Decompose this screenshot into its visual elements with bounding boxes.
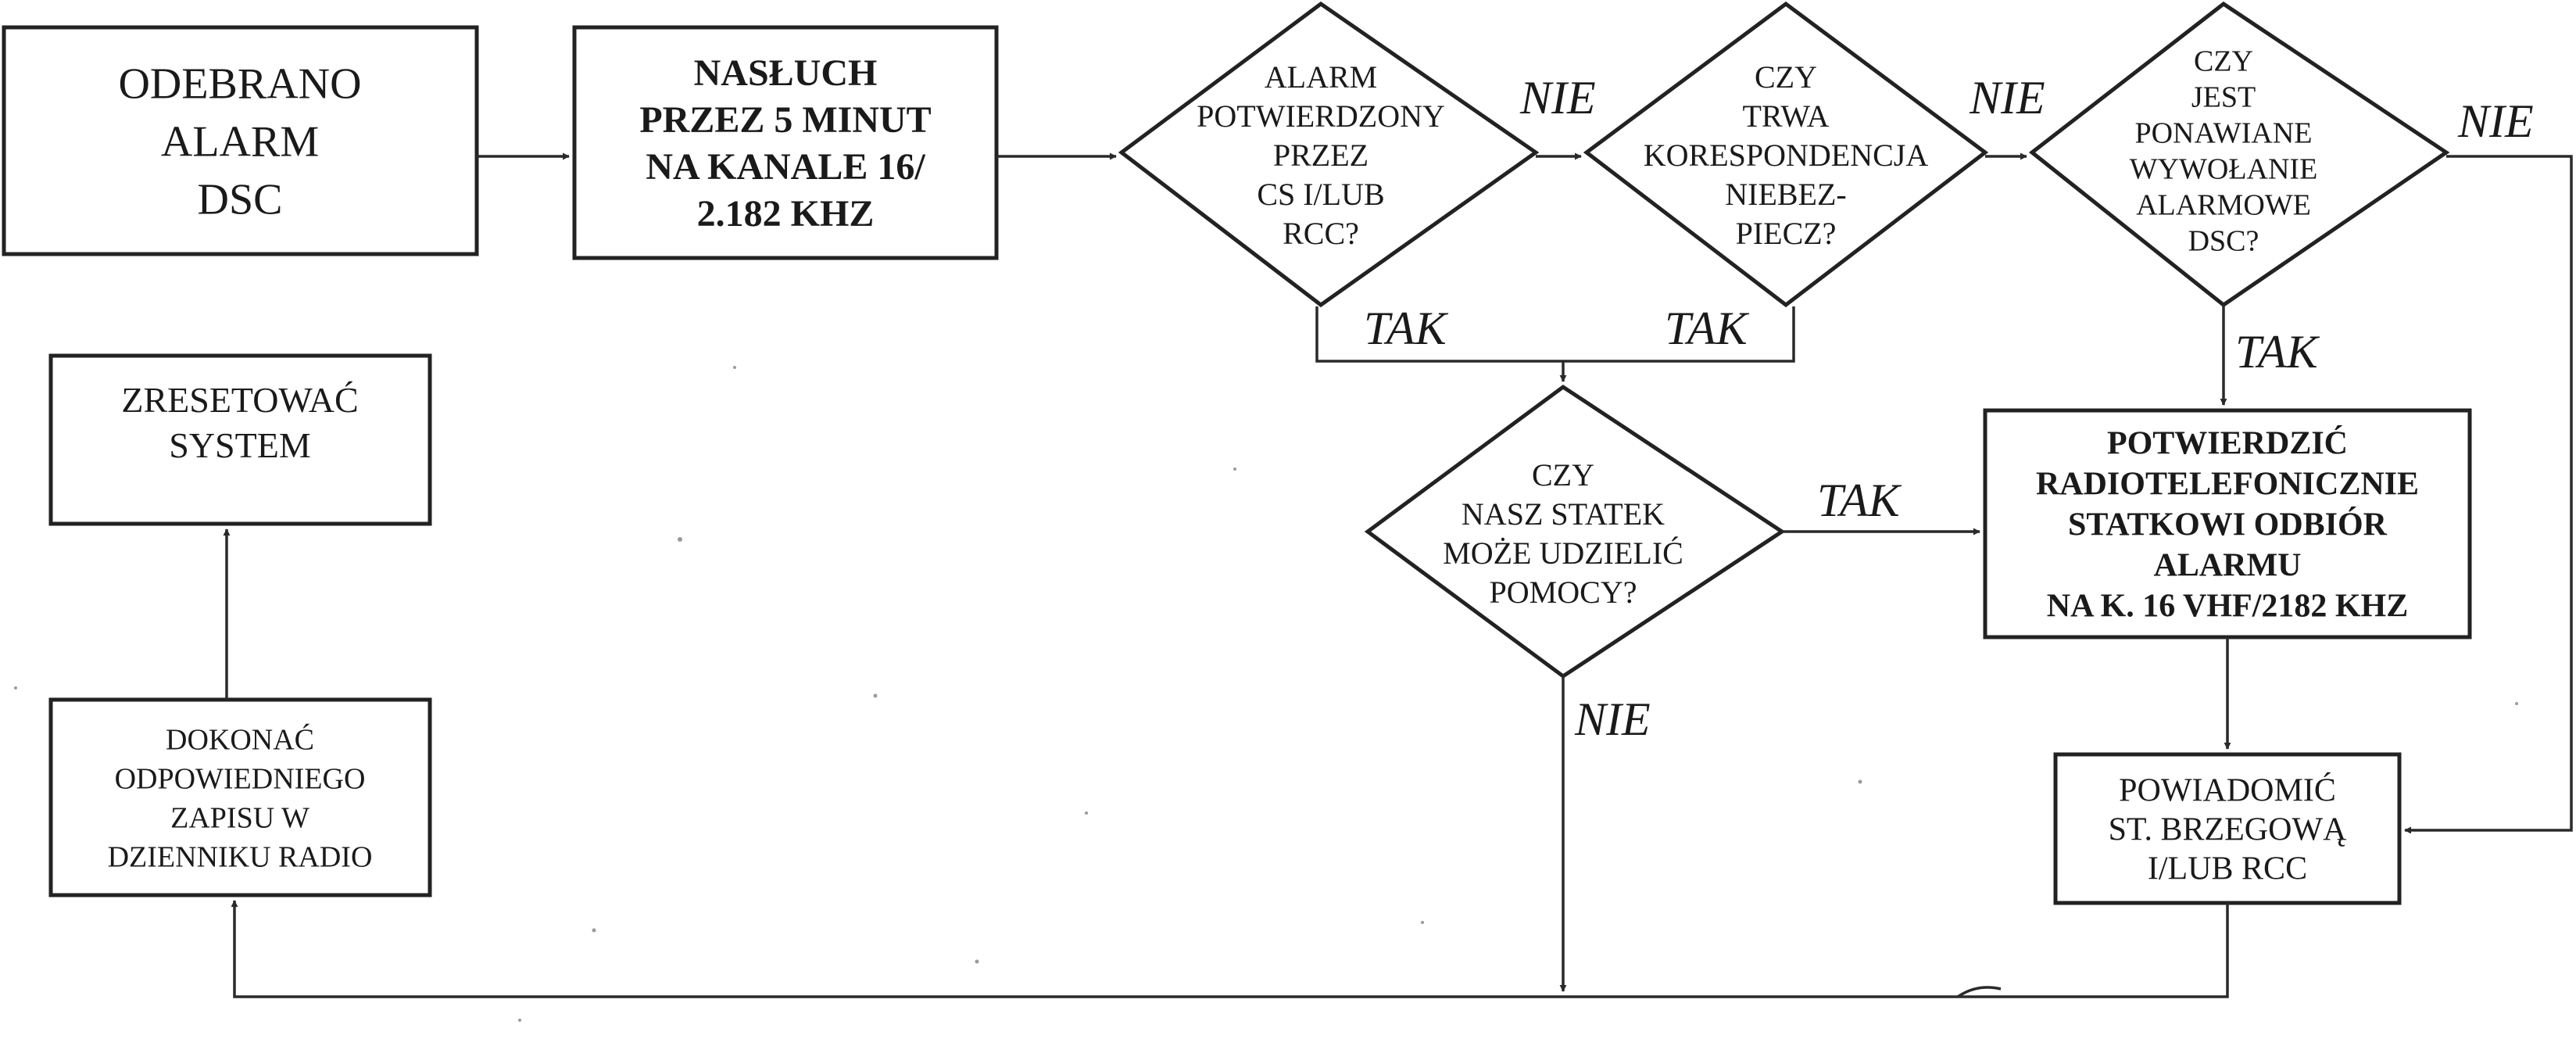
node-text-line: ALARMU: [2154, 548, 2302, 584]
line-bump: [1957, 986, 2002, 998]
label-tak-4: TAK: [1817, 475, 1902, 526]
node-text-line: DSC: [198, 176, 283, 224]
branch-labels: NIE NIE NIE TAK TAK TAK TAK NIE: [1364, 72, 2534, 745]
node-text: ZRESETOWAĆ SYSTEM: [121, 380, 358, 465]
node-text: DOKONAĆ ODPOWIEDNIEGO ZAPISU W DZIENNIKU RA…: [108, 723, 373, 873]
node-text: CZY TRWA KORESPONDENCJA NIEBEZ- PIECZ?: [1644, 59, 1929, 251]
node-text-line: NASŁUCH: [694, 52, 878, 94]
node-text-line: DSC?: [2188, 224, 2259, 257]
node-text-line: RADIOTELEFONICZNIE: [2036, 467, 2419, 503]
node-text-line: POWIADOMIĆ: [2119, 772, 2336, 809]
process-box: [2, 25, 479, 256]
node-text-line: KORESPONDENCJA: [1644, 138, 1929, 173]
node-text-line: ZRESETOWAĆ: [121, 380, 358, 420]
node-text-line: ODPOWIEDNIEGO: [115, 762, 366, 795]
node-text: POTWIERDZIĆ RADIOTELEFONICZNIE STATKOWI OD…: [2036, 425, 2419, 625]
node-text-line: CZY: [2194, 45, 2253, 77]
process-box: [572, 25, 999, 260]
node-text-line: DOKONAĆ: [166, 723, 314, 756]
node-text-line: STATKOWI ODBIÓR: [2068, 507, 2388, 543]
node-text-line: RCC?: [1283, 216, 1359, 251]
node-text-line: CS I/LUB: [1257, 177, 1384, 212]
node-text-line: ALARMOWE: [2136, 188, 2311, 221]
node-potwierdzic: POTWIERDZIĆ RADIOTELEFONICZNIE STATKOWI OD…: [1983, 408, 2472, 639]
merge-tak-bracket: [1315, 306, 1795, 363]
label-tak-2: TAK: [1665, 303, 1750, 354]
node-dokonac-zapisu: DOKONAĆ ODPOWIEDNIEGO ZAPISU W DZIENNIKU RA…: [48, 697, 432, 897]
label-tak-3: TAK: [2235, 326, 2320, 378]
label-nie-4: NIE: [1574, 693, 1651, 745]
arrow-nie-right-to-powiadomic: [2404, 155, 2573, 834]
label-nie-1: NIE: [1519, 72, 1596, 124]
decision-diamond: [2028, 1, 2450, 308]
node-text-line: WYWOŁANIE: [2130, 152, 2318, 185]
node-text-line: NA K. 16 VHF/2182 KHZ: [2047, 589, 2408, 625]
node-text-line: NIEBEZ-: [1725, 177, 1847, 212]
label-nie-3: NIE: [2457, 95, 2534, 147]
node-text-line: PIECZ?: [1736, 216, 1837, 251]
label-tak-1: TAK: [1364, 303, 1449, 354]
decision-diamond: [1364, 384, 1786, 679]
node-text-line: POTWIERDZIĆ: [2107, 425, 2348, 462]
node-text-line: 2.182 KHZ: [697, 193, 875, 235]
node-text-line: I/LUB RCC: [2148, 851, 2307, 887]
node-text-line: ST. BRZEGOWĄ: [2109, 812, 2348, 848]
node-text-line: NASZ STATEK: [1462, 496, 1665, 532]
node-text-line: ALARM: [161, 118, 319, 167]
process-box: [1983, 408, 2472, 639]
scan-noise: [14, 366, 2518, 1022]
node-czy-trwa-korespondencja: CZY TRWA KORESPONDENCJA NIEBEZ- PIECZ?: [1583, 1, 1989, 308]
node-text-line: ZAPISU W: [170, 801, 309, 834]
decision-diamond: [1118, 1, 1540, 308]
node-text-line: ODEBRANO: [118, 60, 361, 109]
process-box: [48, 697, 432, 897]
label-nie-2: NIE: [1969, 72, 2045, 124]
node-zresetowac-system: ZRESETOWAĆ SYSTEM: [48, 353, 432, 526]
node-alarm-potwierdzony: ALARM POTWIERDZONY PRZEZ CS I/LUB RCC?: [1118, 1, 1540, 308]
connectors: [223, 152, 2573, 998]
node-text-line: PONAWIANE: [2134, 116, 2312, 149]
node-text-line: TRWA: [1742, 99, 1829, 134]
node-text-line: JEST: [2191, 81, 2256, 113]
node-text-line: CZY: [1755, 59, 1817, 95]
node-nasluch: NASŁUCH PRZEZ 5 MINUT NA KANALE 16/2.182 K…: [572, 25, 999, 260]
return-line-bottom: [231, 900, 2229, 998]
node-text-line: SYSTEM: [169, 425, 310, 465]
node-text: ALARM POTWIERDZONY PRZEZ CS I/LUB RCC?: [1197, 59, 1445, 251]
node-text-line: NA KANALE 16/: [646, 146, 925, 188]
decision-diamond: [1583, 1, 1989, 308]
node-text-line: MOŻE UDZIELIĆ: [1443, 536, 1683, 571]
node-text: NASŁUCH PRZEZ 5 MINUT NA KANALE 16/2.182 K…: [639, 52, 931, 235]
process-box: [48, 353, 432, 526]
node-text-line: PRZEZ: [1273, 138, 1368, 173]
node-text-line: DZIENNIKU RADIO: [108, 840, 373, 873]
node-text-line: POTWIERDZONY: [1197, 99, 1445, 134]
node-text-line: ALARM: [1265, 59, 1377, 95]
node-text: ODEBRANO ALARM DSC: [118, 60, 361, 224]
node-text-line: CZY: [1532, 457, 1594, 493]
node-text-line: PRZEZ 5 MINUT: [639, 99, 931, 141]
node-odebrano-alarm-dsc: ODEBRANO ALARM DSC: [2, 25, 479, 256]
node-text-line: POMOCY?: [1490, 575, 1637, 610]
